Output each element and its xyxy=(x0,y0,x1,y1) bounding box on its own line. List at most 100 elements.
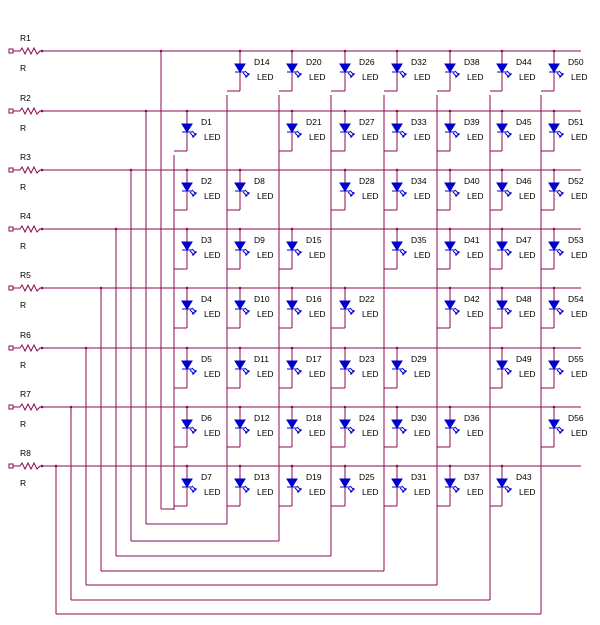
junction-dot xyxy=(290,464,294,468)
led-triangle xyxy=(234,478,246,488)
led-type-label: LED xyxy=(571,72,588,82)
led-type-label: LED xyxy=(467,428,484,438)
light-emission-arrows xyxy=(242,189,250,197)
light-emission-arrows xyxy=(399,248,407,256)
junction-dot xyxy=(395,109,399,113)
led-type-label: LED xyxy=(257,487,274,497)
led-type-label: LED xyxy=(309,250,326,260)
resistor-zigzag xyxy=(13,165,42,175)
led-triangle xyxy=(339,123,351,133)
light-emission-arrows xyxy=(452,130,460,138)
junction-dot xyxy=(500,227,504,231)
led-type-label: LED xyxy=(257,369,274,379)
light-emission-arrows xyxy=(399,189,407,197)
junction-dot xyxy=(448,405,452,409)
resistor-r2: R2R xyxy=(8,93,42,133)
led-triangle xyxy=(548,360,560,370)
led-type-label: LED xyxy=(204,309,221,319)
led-name-label: D18 xyxy=(306,413,322,423)
junction-dot xyxy=(395,346,399,350)
led-type-label: LED xyxy=(309,132,326,142)
led-type-label: LED xyxy=(571,309,588,319)
junction-dot xyxy=(552,49,556,53)
light-emission-arrows xyxy=(189,130,197,138)
led-name-label: D4 xyxy=(201,294,212,304)
led-triangle xyxy=(339,360,351,370)
led-type-label: LED xyxy=(519,369,536,379)
led-name-label: D13 xyxy=(254,472,270,482)
led-name-label: D17 xyxy=(306,354,322,364)
junction-dot xyxy=(448,227,452,231)
light-emission-arrows xyxy=(242,367,250,375)
led-name-label: D26 xyxy=(359,57,375,67)
light-emission-arrows xyxy=(347,189,355,197)
junction-dot xyxy=(395,405,399,409)
resistor-name-label: R8 xyxy=(20,448,31,458)
resistor-zigzag xyxy=(13,343,42,353)
light-emission-arrows xyxy=(399,367,407,375)
led-type-label: LED xyxy=(414,428,431,438)
led-type-label: LED xyxy=(519,132,536,142)
led-triangle xyxy=(496,123,508,133)
junction-dot xyxy=(552,286,556,290)
led-triangle xyxy=(234,182,246,192)
junction-dot xyxy=(500,49,504,53)
led-name-label: D1 xyxy=(201,117,212,127)
junction-dot xyxy=(144,109,148,113)
led-triangle xyxy=(444,241,456,251)
led-type-label: LED xyxy=(519,72,536,82)
led-name-label: D44 xyxy=(516,57,532,67)
junction-dot xyxy=(448,109,452,113)
led-triangle xyxy=(444,182,456,192)
resistor-zigzag xyxy=(13,402,42,412)
junction-dot xyxy=(448,286,452,290)
junction-dot xyxy=(500,168,504,172)
junction-dot xyxy=(238,168,242,172)
led-triangle xyxy=(496,300,508,310)
resistor-r6: R6R xyxy=(8,330,42,370)
light-emission-arrows xyxy=(504,485,512,493)
led-triangle xyxy=(548,182,560,192)
led-type-label: LED xyxy=(362,132,379,142)
junction-dot xyxy=(552,405,556,409)
junction-dot xyxy=(552,109,556,113)
led-triangle xyxy=(234,419,246,429)
led-type-label: LED xyxy=(257,250,274,260)
led-name-label: D37 xyxy=(464,472,480,482)
resistor-value-label: R xyxy=(20,241,26,251)
led-type-label: LED xyxy=(362,369,379,379)
light-emission-arrows xyxy=(399,485,407,493)
led-triangle xyxy=(286,360,298,370)
led-name-label: D8 xyxy=(254,176,265,186)
led-triangle xyxy=(391,182,403,192)
light-emission-arrows xyxy=(189,248,197,256)
junction-dot xyxy=(343,405,347,409)
led-name-label: D5 xyxy=(201,354,212,364)
led-triangle xyxy=(391,123,403,133)
led-name-label: D32 xyxy=(411,57,427,67)
junction-dot xyxy=(500,346,504,350)
light-emission-arrows xyxy=(452,307,460,315)
resistor-value-label: R xyxy=(20,182,26,192)
led-triangle xyxy=(339,63,351,73)
junction-dot xyxy=(185,464,189,468)
led-name-label: D27 xyxy=(359,117,375,127)
led-name-label: D39 xyxy=(464,117,480,127)
led-name-label: D6 xyxy=(201,413,212,423)
led-name-label: D23 xyxy=(359,354,375,364)
led-name-label: D46 xyxy=(516,176,532,186)
led-triangle xyxy=(234,63,246,73)
